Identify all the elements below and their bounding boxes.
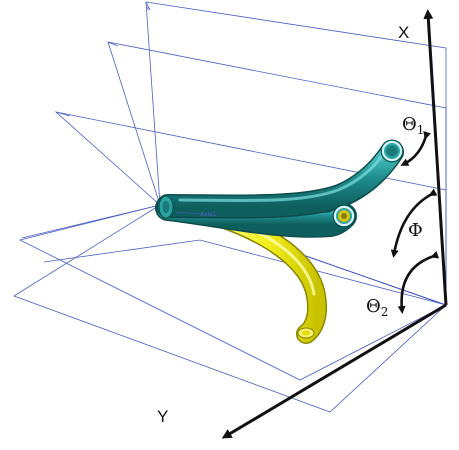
phi-label: Φ bbox=[408, 220, 423, 241]
plane-edge bbox=[43, 239, 447, 306]
y-axis-label: Y bbox=[157, 407, 168, 426]
plane-edge bbox=[21, 204, 161, 239]
plane-edge bbox=[145, 1, 151, 11]
tube-axis-line bbox=[175, 211, 201, 215]
plane-edge bbox=[107, 41, 119, 47]
axis-marker-text: Axis1 bbox=[200, 211, 216, 218]
theta2-label: Θ2 bbox=[366, 296, 388, 319]
theta1-arc bbox=[400, 131, 431, 166]
angle-arcs bbox=[390, 131, 440, 314]
theta1-label: Θ1 bbox=[402, 114, 424, 137]
tube-start-cap-inner bbox=[162, 201, 170, 213]
tube-end-cap-middle bbox=[332, 204, 356, 228]
phi-arc bbox=[390, 188, 438, 258]
x-axis-arrow bbox=[423, 9, 448, 306]
x-axis-label: X bbox=[398, 23, 409, 42]
plane-edge bbox=[55, 111, 71, 117]
y-axis-arrow bbox=[221, 303, 447, 439]
plane-corner-mark: x bbox=[146, 5, 150, 12]
plane-outline bbox=[107, 41, 447, 306]
teal-tube-upper-branch bbox=[156, 140, 404, 219]
theta2-arc bbox=[397, 250, 440, 314]
coordinate-axes bbox=[221, 9, 448, 439]
tube-end-cap-upper bbox=[380, 139, 404, 163]
